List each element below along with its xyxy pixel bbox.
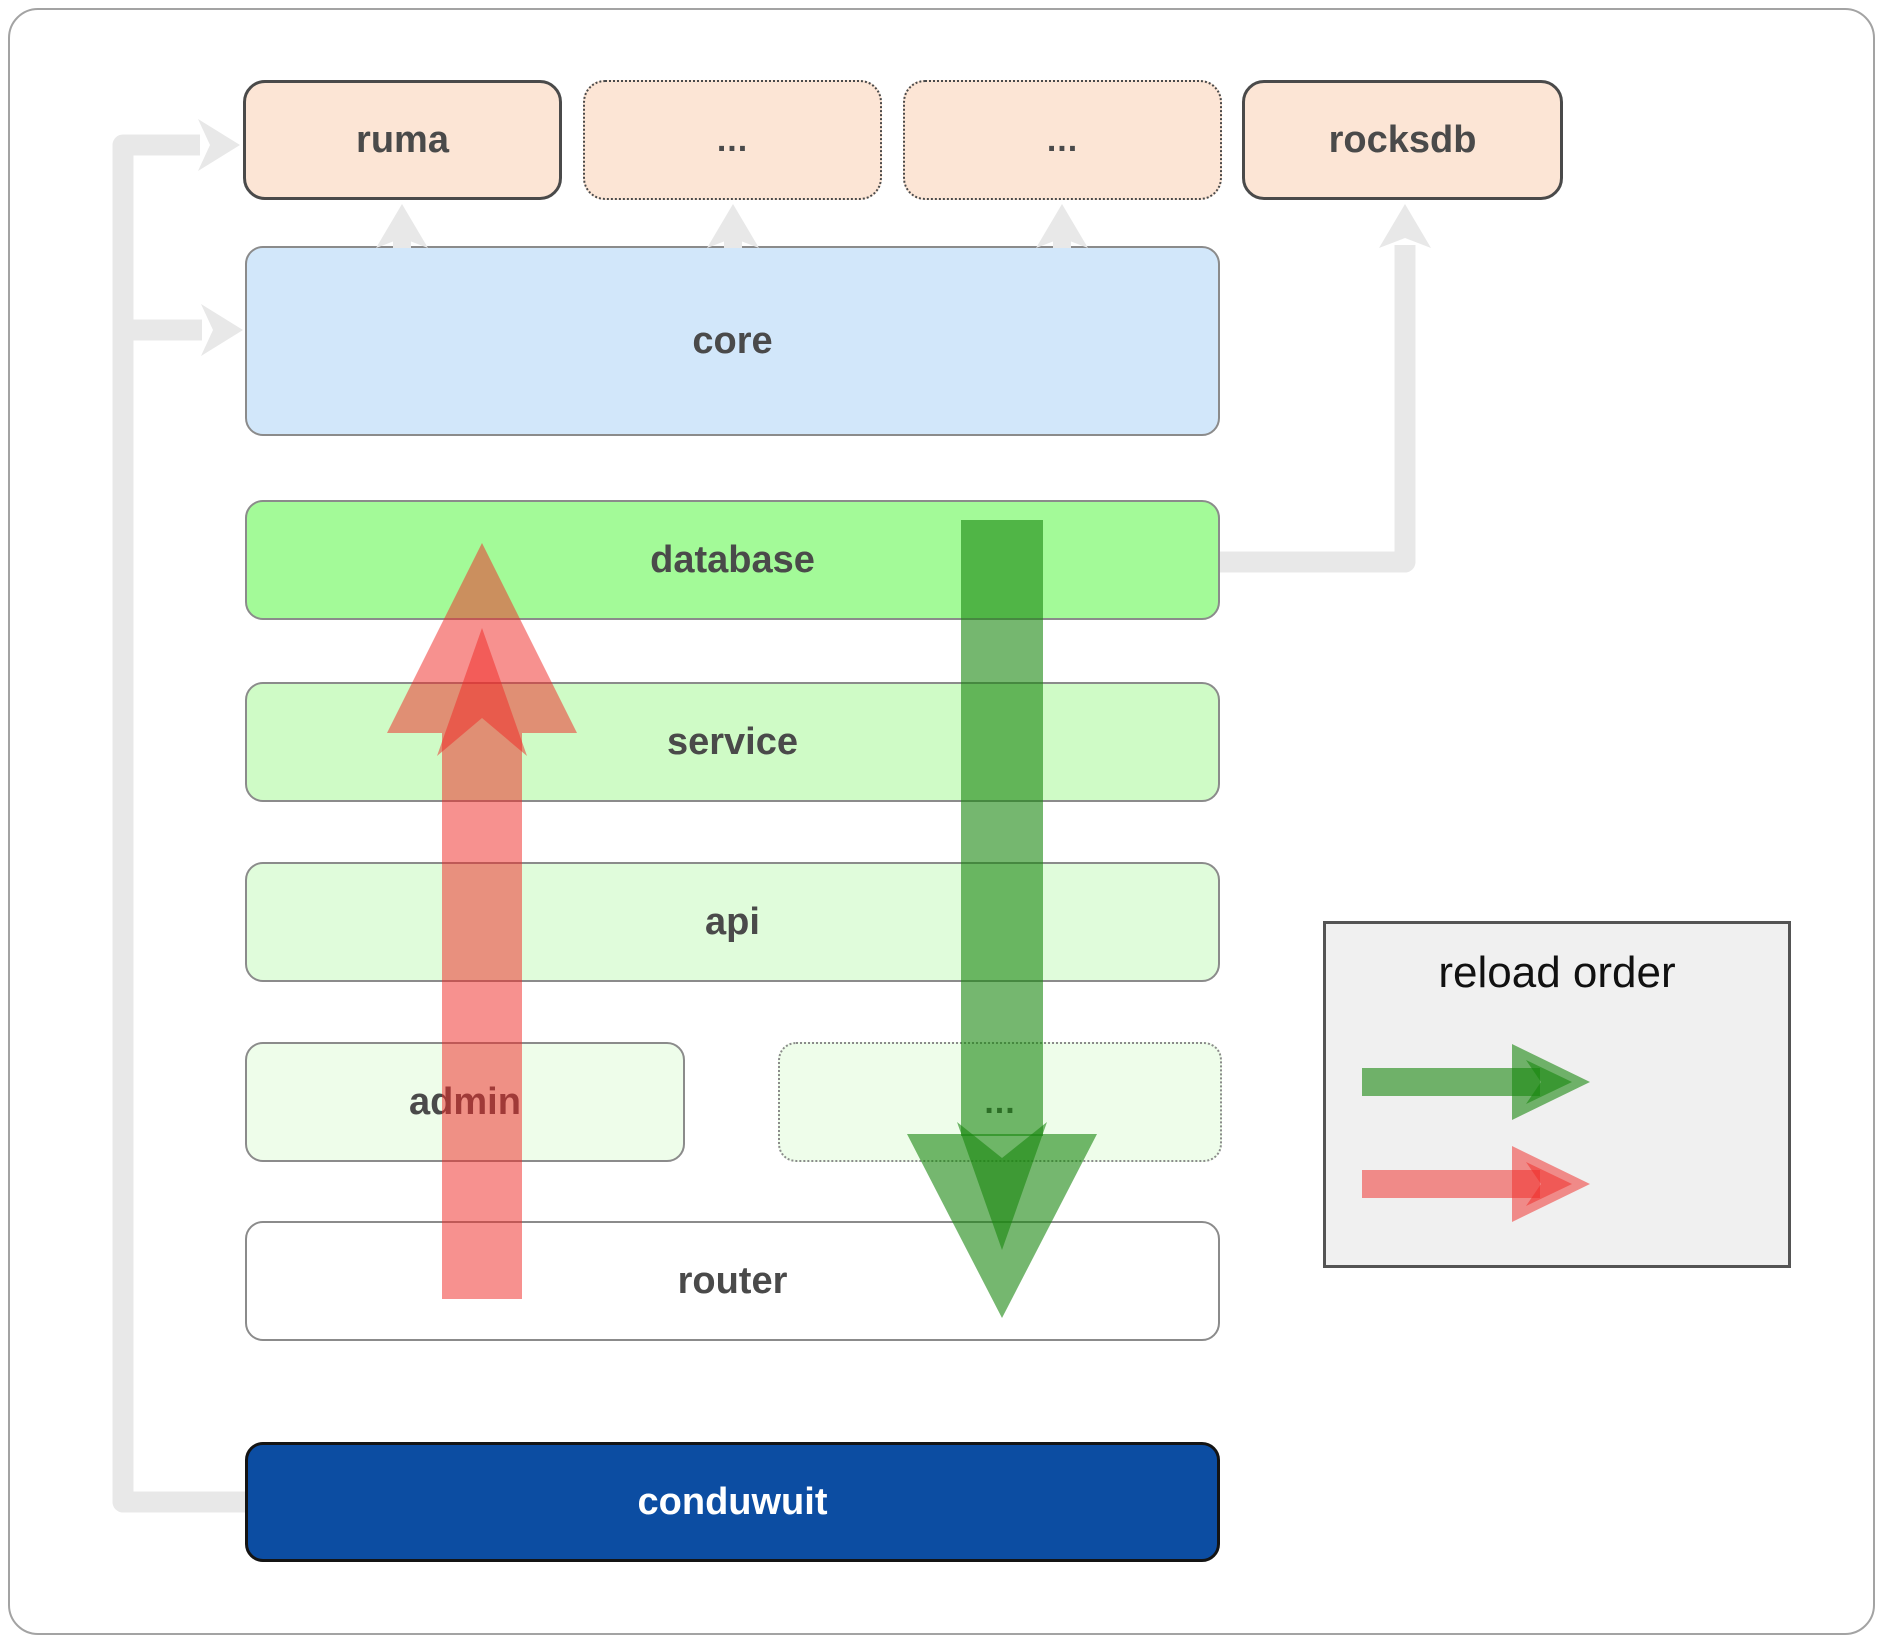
node-ellipsis-services-label: ...	[984, 1082, 1016, 1121]
node-service-label: service	[666, 720, 798, 763]
node-conduwuit-label: conduwuit	[637, 1480, 828, 1523]
legend-box: reload order	[1323, 921, 1791, 1268]
node-service: service	[245, 682, 1220, 802]
node-ruma-label: ruma	[356, 118, 449, 161]
node-database-label: database	[650, 538, 815, 581]
node-ellipsis-top-1: ...	[583, 80, 882, 200]
node-admin: admin	[245, 1042, 685, 1162]
node-ellipsis-top-2-label: ...	[1046, 120, 1079, 159]
legend-title: reload order	[1438, 948, 1676, 997]
node-core-label: core	[692, 319, 773, 362]
node-router-label: router	[677, 1259, 788, 1302]
node-router: router	[245, 1221, 1220, 1341]
node-admin-label: admin	[409, 1080, 521, 1123]
node-ellipsis-top-2: ...	[903, 80, 1222, 200]
node-api-label: api	[705, 900, 760, 943]
node-rocksdb: rocksdb	[1242, 80, 1563, 200]
node-ellipsis-top-1-label: ...	[716, 120, 749, 159]
node-ruma: ruma	[243, 80, 562, 200]
node-ellipsis-services: ...	[778, 1042, 1222, 1162]
node-conduwuit: conduwuit	[245, 1442, 1220, 1562]
node-rocksdb-label: rocksdb	[1328, 118, 1477, 161]
node-database: database	[245, 500, 1220, 620]
node-api: api	[245, 862, 1220, 982]
node-core: core	[245, 246, 1220, 436]
